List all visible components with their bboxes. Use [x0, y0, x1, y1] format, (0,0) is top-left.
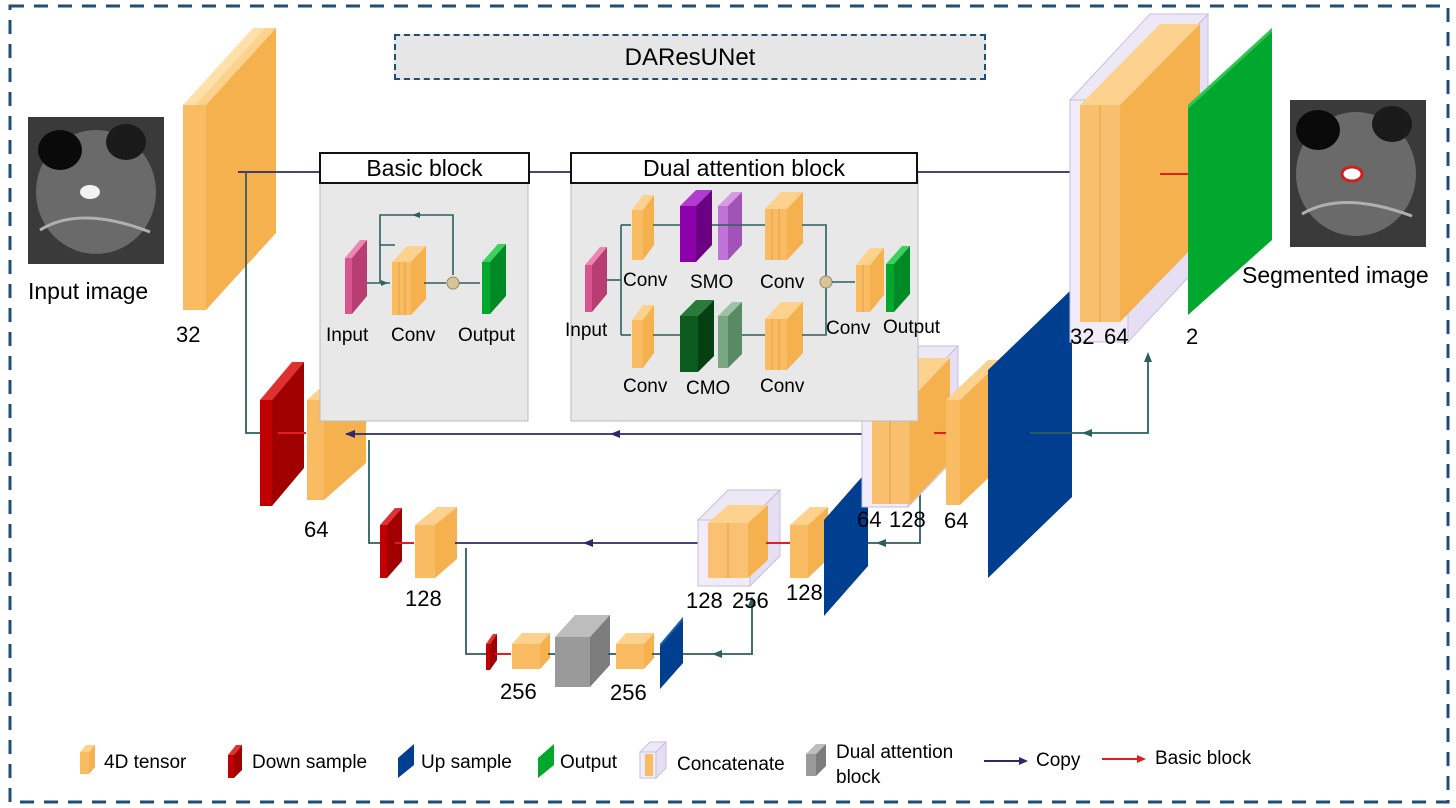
legend-output-icon	[538, 744, 554, 778]
path-enc2-down	[368, 440, 380, 544]
legend-copy-label: Copy	[1036, 750, 1081, 771]
dual-conv-bottom2-label: Conv	[760, 376, 805, 397]
legend-down-icon	[228, 745, 242, 778]
channels-enc3: 128	[405, 586, 442, 611]
channels-dec3-out: 128	[786, 580, 823, 605]
dual-conv-top-label: Conv	[623, 270, 668, 291]
path-enc3-down	[465, 548, 486, 655]
channels-dec2-out: 64	[944, 508, 969, 533]
legend-icons	[80, 740, 1146, 780]
dual-input-label: Input	[565, 320, 608, 341]
segmented-image	[1290, 100, 1426, 247]
channels-dec2-b: 128	[889, 507, 926, 532]
channels-dec3-b: 256	[732, 588, 769, 613]
basic-output-label: Output	[458, 325, 516, 346]
channels-bottleneck-out: 256	[610, 680, 647, 705]
legend-output-label: Output	[560, 752, 618, 773]
legend-tensor-label: 4D tensor	[104, 752, 187, 773]
diagram-title: DAResUNet	[394, 34, 986, 80]
legend-basic-icon	[1102, 755, 1146, 763]
dual-smo-label: SMO	[690, 272, 734, 293]
downsample-l2	[260, 362, 304, 506]
dual-conv-out-label: Conv	[826, 318, 871, 339]
tensor-bottleneck-out	[616, 633, 654, 669]
channels-enc2: 64	[304, 517, 329, 542]
downsample-l4	[486, 634, 497, 670]
basic-conv-label: Conv	[391, 325, 436, 346]
upsample-l4	[660, 617, 683, 689]
upsample-l3	[824, 470, 868, 616]
channels-enc4: 256	[500, 679, 537, 704]
legend-up-icon	[398, 744, 414, 778]
downsample-l3	[380, 508, 402, 578]
channels-dec1-b: 64	[1104, 324, 1129, 349]
dual-conv-top2-label: Conv	[760, 272, 805, 293]
legend-concat-icon	[638, 740, 668, 780]
basic-input-label: Input	[326, 325, 369, 346]
dual-output-label: Output	[883, 317, 941, 338]
channels-final: 2	[1186, 324, 1199, 349]
dual-conv-bottom-label: Conv	[623, 376, 668, 397]
path-enc1-down	[245, 172, 260, 434]
output-tensor	[1188, 28, 1272, 315]
dual-attention-diagram	[585, 190, 910, 372]
tensor-enc3	[415, 507, 457, 578]
tensor-enc4	[512, 633, 550, 669]
channels-dec1-a: 32	[1070, 324, 1095, 349]
channels-enc1: 32	[176, 322, 201, 347]
legend-tensor-icon	[80, 745, 95, 774]
input-image	[28, 117, 164, 264]
legend-dual-label-1: Dual attention	[836, 742, 954, 763]
basic-block-diagram	[345, 212, 506, 315]
path-up-l4	[683, 598, 753, 655]
input-image-label: Input image	[28, 278, 149, 304]
concat-l1	[1068, 12, 1210, 344]
dual-attention-title: Dual attention block	[570, 152, 918, 184]
dual-cmo-label: CMO	[686, 378, 731, 399]
tensor-dec3	[790, 507, 828, 578]
legend-dual-label-2: block	[836, 767, 881, 788]
segmented-image-label: Segmented image	[1242, 262, 1429, 288]
legend-down-label: Down sample	[252, 752, 368, 773]
legend-basic-label: Basic block	[1155, 748, 1252, 769]
legend-concat-label: Concatenate	[677, 754, 785, 775]
tensor-enc1	[183, 28, 276, 310]
concat-l3	[696, 488, 782, 588]
legend-dual-icon	[806, 744, 826, 776]
path-up-l2	[1030, 360, 1149, 434]
basic-block-title: Basic block	[319, 152, 530, 184]
channels-dec2-a: 64	[857, 507, 882, 532]
channels-dec3-a: 128	[686, 588, 723, 613]
outer-frame	[8, 4, 1450, 804]
dual-attention-cube	[555, 615, 610, 687]
legend-copy-icon	[984, 757, 1028, 765]
legend-up-label: Up sample	[421, 752, 512, 773]
